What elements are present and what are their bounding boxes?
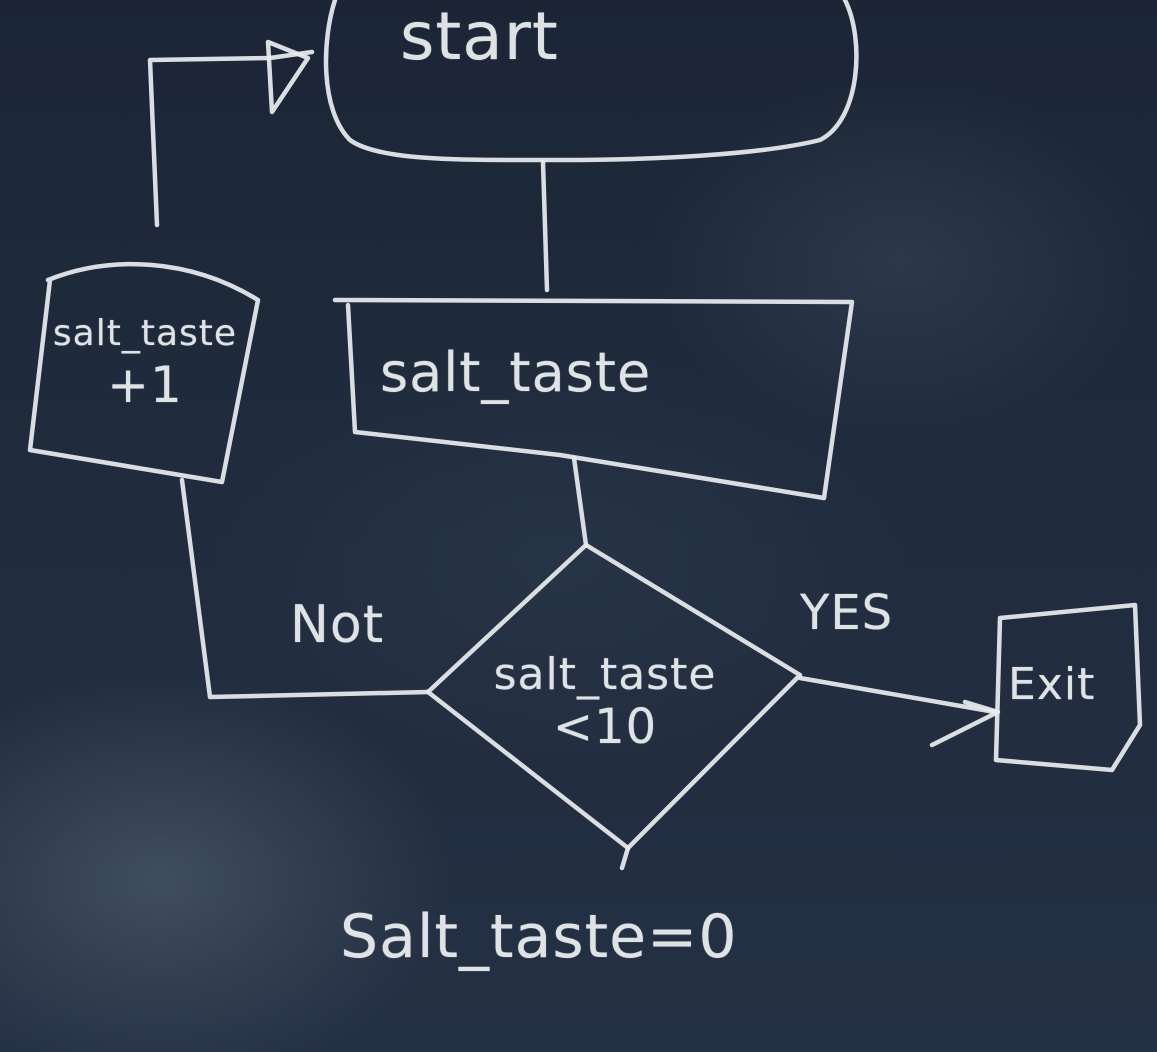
loop-back-edge-arrowhead [265, 39, 311, 115]
decision-label-line1: salt_taste [493, 649, 717, 700]
process-box-shape [332, 297, 855, 501]
exit-box-shape [993, 602, 1143, 773]
yes-edge-line [797, 675, 998, 715]
increment-label-line1: salt_taste [52, 313, 238, 354]
connector-start-to-process [540, 159, 550, 293]
increment-label: salt_taste +1 [40, 315, 250, 411]
connector-process-to-decision [571, 455, 589, 548]
decision-label-line2: <10 [552, 699, 658, 756]
no-edge-label: Not [290, 595, 385, 655]
start-label: start [400, 0, 559, 75]
yes-edge-label: YES [800, 585, 894, 641]
decision-diamond-bottom-tail [619, 845, 631, 871]
increment-label-line2: +1 [107, 355, 183, 414]
footnote-initial-value: Salt_taste=0 [340, 902, 738, 972]
decision-label: salt_taste <10 [470, 649, 740, 756]
increment-box-shape [27, 261, 261, 485]
loop-back-edge-line [147, 49, 315, 228]
process-label: salt_taste [380, 341, 652, 404]
exit-label: Exit [1008, 659, 1096, 710]
start-terminator-shape [323, 0, 859, 163]
no-edge-line [179, 477, 431, 700]
